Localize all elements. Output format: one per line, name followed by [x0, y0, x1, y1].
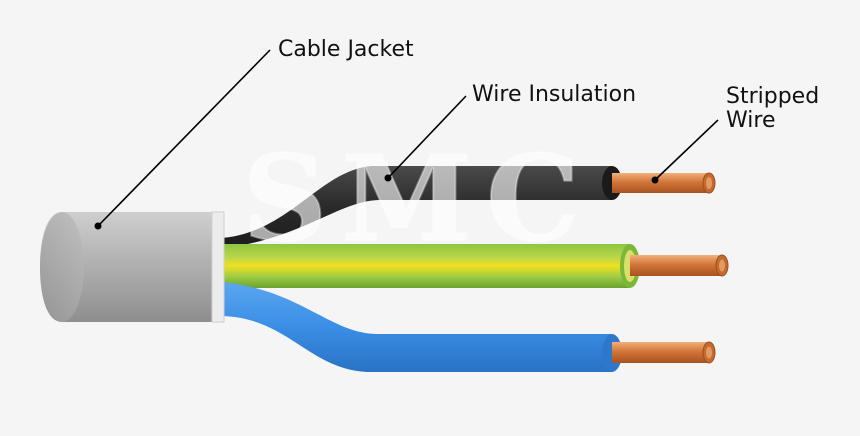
jacket-leader-line [97, 49, 271, 227]
wire-insulation-label: Wire Insulation [472, 82, 637, 107]
earth-wire-copper [630, 255, 722, 276]
earth-wire [222, 244, 729, 288]
cable-jacket-label: Cable Jacket [278, 37, 414, 62]
stripped-wire-label: Stripped Wire [726, 84, 820, 133]
blue-wire [222, 282, 716, 372]
jacket-cut-edge [211, 211, 225, 323]
stripped-leader-dot [651, 176, 659, 184]
black-wire [222, 166, 716, 248]
stripped-leader-line [654, 119, 719, 181]
watermark-text: SMC [242, 129, 594, 268]
black-wire-copper [612, 173, 708, 193]
insulation-leader-dot [384, 174, 392, 182]
jacket-leader-dot [94, 222, 102, 230]
blue-wire-copper [612, 342, 708, 363]
leader-lines [97, 49, 719, 227]
cable-jacket [40, 211, 225, 323]
insulation-leader-line [387, 95, 467, 179]
